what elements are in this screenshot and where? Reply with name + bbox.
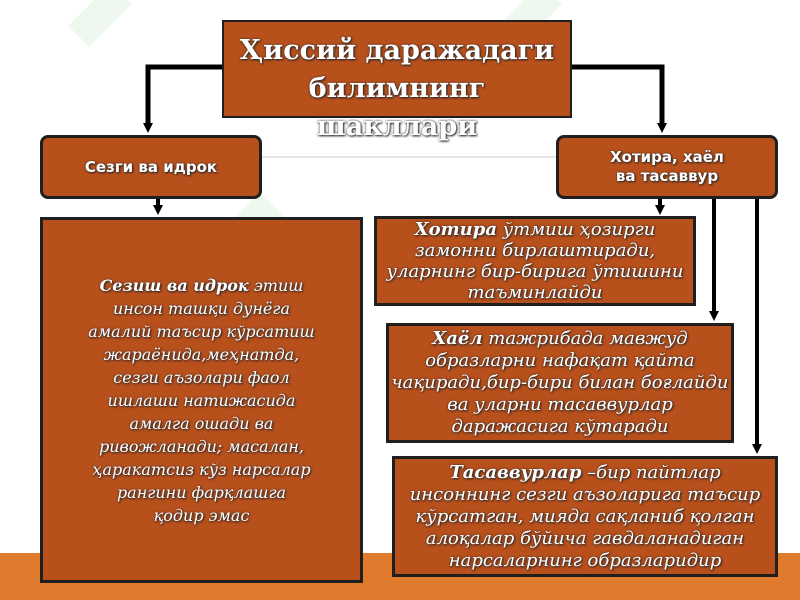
perception-text: этиш инсон ташқи дунёга амалий таъсир кў… [88,275,315,525]
node-memory-imagination: Хотира, хаёл ва тасаввур [556,135,778,199]
memory-term: Хотира [414,219,498,240]
imagination-text: тажрибада мавжуд образларни нафақат қайт… [391,328,729,437]
diagram-title: Ҳиссий даражадаги билимнинг шакллари [222,20,572,142]
imagination-term: Хаёл [432,328,483,349]
representation-description: Тасаввурлар –бир пайтлар инсоннинг сезги… [392,456,778,577]
node-perception-label: Сезги ва идрок [84,157,218,176]
node-perception: Сезги ва идрок [40,135,262,199]
perception-description: Сезиш ва идрок этиш инсон ташқи дунёга а… [40,217,363,583]
node-memory-imagination-label: Хотира, хаёл ва тасаввур [610,148,724,185]
memory-text: ўтмиш ҳозирги замонни бирлаштиради, улар… [386,219,684,303]
perception-term: Сезиш ва идрок [99,275,249,295]
representation-term: Тасаввурлар [449,461,582,483]
imagination-description: Хаёл тажрибада мавжуд образларни нафақат… [386,323,734,443]
memory-description: Хотира ўтмиш ҳозирги замонни бирлаштирад… [374,216,696,306]
arrow-title-to-left [143,64,222,133]
representation-text: –бир пайтлар инсоннинг сезги аъзоларига … [409,461,761,571]
arrow-title-to-right [572,64,667,133]
